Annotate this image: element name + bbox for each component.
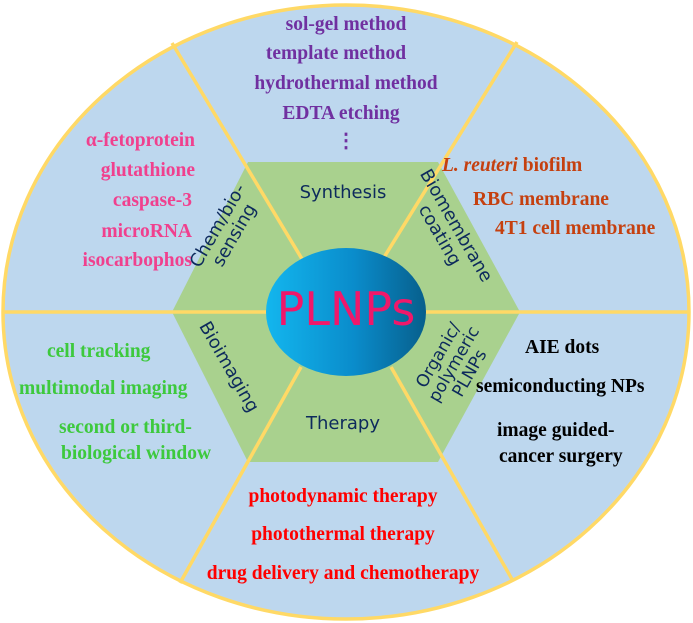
organic-item: AIE dots <box>525 337 600 358</box>
bioimaging-item: biological window <box>61 443 212 464</box>
divider-bottom-right <box>389 366 515 582</box>
synthesis-item: EDTA etching <box>282 103 400 124</box>
biomembrane-item-italic: L. reuteri <box>442 155 518 176</box>
bioimaging-item: second or third- <box>59 417 192 438</box>
biomembrane-item: L. reuteri biofilm <box>442 156 582 176</box>
sensing-item: caspase-3 <box>112 190 192 211</box>
sensing-item: α-fetoprotein <box>85 130 195 151</box>
synthesis-item: template method <box>265 43 407 64</box>
synthesis-item: ⋮ <box>336 131 356 152</box>
organic-item: image guided- <box>497 420 615 441</box>
center-label: PLNPs <box>276 282 416 336</box>
therapy-item: photodynamic therapy <box>248 486 438 507</box>
sensing-item: microRNA <box>101 221 192 242</box>
biomembrane-item: RBC membrane <box>473 189 609 210</box>
therapy-item: drug delivery and chemotherapy <box>206 563 480 584</box>
divider-top-left <box>170 42 304 260</box>
synthesis-item: sol-gel method <box>285 14 407 35</box>
bioimaging-item: multimodal imaging <box>19 378 188 399</box>
organic-item: cancer surgery <box>499 446 623 467</box>
sensing-item: isocarbophos <box>82 250 192 271</box>
bioimaging-item: cell tracking <box>47 341 151 362</box>
divider-bottom-left <box>178 366 303 584</box>
synthesis-item: hydrothermal method <box>254 73 438 94</box>
therapy-item: photothermal therapy <box>251 524 435 545</box>
divider-top-right <box>381 41 519 260</box>
center-ellipse <box>266 248 426 376</box>
biomembrane-item: 4T1 cell membrane <box>495 218 656 239</box>
biomembrane-item-rest: biofilm <box>517 155 583 176</box>
organic-item: semiconducting NPs <box>476 376 645 397</box>
hex-label-therapy: Therapy <box>306 413 380 434</box>
hex-label-synthesis: Synthesis <box>299 182 387 203</box>
sensing-item: glutathione <box>100 160 195 181</box>
